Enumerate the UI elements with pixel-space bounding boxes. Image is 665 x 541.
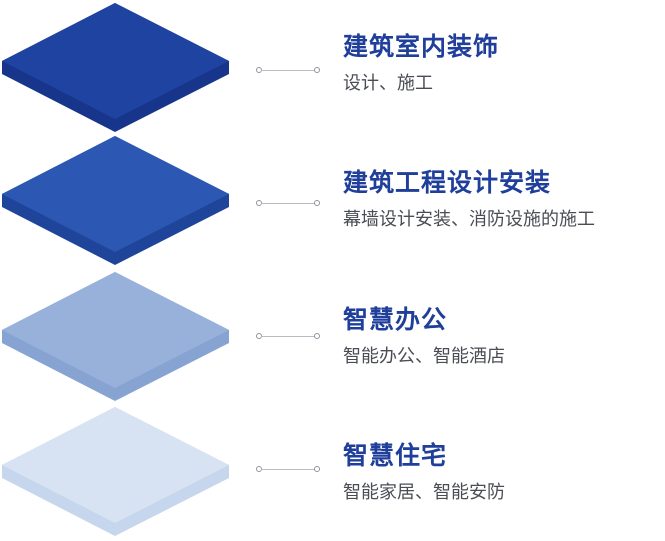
connector-1 [256, 66, 320, 76]
layer-title: 智慧办公 [343, 305, 448, 334]
connector-line [261, 336, 315, 337]
connector-dot [314, 67, 320, 73]
layer-subtitle: 幕墙设计安装、消防设施的施工 [343, 209, 595, 230]
connector-dot [314, 333, 320, 339]
layer-title: 智慧住宅 [343, 441, 448, 470]
layer-diamond-3-top [2, 272, 229, 388]
layer-label-4: 智慧住宅 智能家居、智能安防 [343, 440, 665, 506]
layer-subtitle: 智能家居、智能安防 [343, 482, 505, 503]
layer-diamond-3 [2, 272, 229, 401]
layer-subtitle: 智能办公、智能酒店 [343, 346, 505, 367]
layer-diamond-2-top [2, 136, 229, 252]
connector-line [261, 469, 315, 470]
layer-diamond-2 [2, 136, 229, 265]
layer-diamond-1-top [2, 3, 229, 119]
layer-label-1: 建筑室内装饰 设计、施工 [343, 31, 665, 97]
layer-diamond-4-top [2, 407, 229, 523]
connector-line [261, 203, 315, 204]
layer-label-3: 智慧办公 智能办公、智能酒店 [343, 304, 665, 370]
layer-stack-graphic [2, 3, 229, 536]
layer-title: 建筑工程设计安装 [343, 168, 552, 197]
layer-diamond-1 [2, 3, 229, 132]
connector-dot [314, 200, 320, 206]
layer-diamond-4 [2, 407, 229, 536]
connector-dot [314, 466, 320, 472]
connector-2 [256, 199, 320, 209]
layer-subtitle: 设计、施工 [343, 73, 433, 94]
layer-label-2: 建筑工程设计安装 幕墙设计安装、消防设施的施工 [343, 167, 665, 233]
layer-title: 建筑室内装饰 [343, 32, 500, 61]
connector-line [261, 70, 315, 71]
connector-4 [256, 465, 320, 475]
connector-3 [256, 332, 320, 342]
